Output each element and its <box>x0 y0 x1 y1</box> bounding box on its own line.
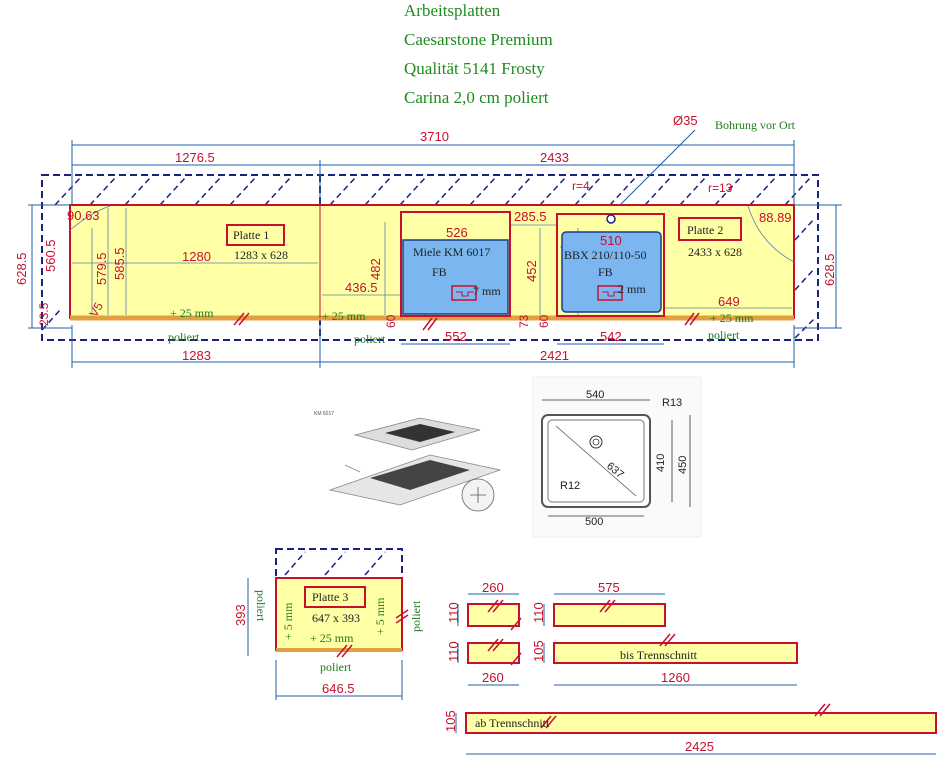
plate1-size: 1283 x 628 <box>234 248 288 262</box>
radius-r4: r=4 <box>572 179 590 193</box>
sink-drawing <box>532 376 702 538</box>
strip5-width: 2425 <box>685 739 714 754</box>
plate3-name: Platte 3 <box>312 590 348 604</box>
dim-left-corner: 23.5 <box>37 302 51 326</box>
angle-left: 90.63 <box>67 208 100 223</box>
plate1-label-box <box>226 224 285 246</box>
v-label: V5 <box>86 300 106 320</box>
dim-gap-mid: 285.5 <box>514 209 547 224</box>
strip2-width: 575 <box>598 580 620 595</box>
dim-bottom-left: 1283 <box>182 348 211 363</box>
plate3-width: 646.5 <box>322 681 355 696</box>
hob-model: Miele KM 6017 <box>413 245 490 259</box>
plate2-finish: poliert <box>708 328 740 342</box>
sink-model: BBX 210/110-50 <box>564 248 647 262</box>
dim-gap-left: 436.5 <box>345 280 378 295</box>
dim-sink-right: 649 <box>718 294 740 309</box>
dim-right-outer: 628.5 <box>822 253 837 286</box>
middle-finish: poliert <box>354 332 386 346</box>
header-material: Caesarstone Premium <box>404 30 553 49</box>
plate3-label-box <box>304 586 366 608</box>
hob-thumbnail: KM 6017 <box>314 411 502 512</box>
sink-cutout <box>556 213 665 317</box>
hob-cutout <box>400 211 511 317</box>
strip-pieces <box>455 593 937 755</box>
plate3-finish-left: poliert <box>254 590 268 622</box>
hob-type: FB <box>432 265 447 279</box>
strip4-height: 105 <box>531 640 546 662</box>
drill-leader <box>612 129 696 213</box>
dimension-lines-side <box>28 204 842 329</box>
middle-edge: + 25 mm <box>322 309 366 323</box>
dim-total-width: 3710 <box>420 129 449 144</box>
dim-hob-depth: 482 <box>368 258 383 280</box>
plate3-edge-left: + 5 mm <box>281 602 295 640</box>
plate3-size: 647 x 393 <box>312 611 360 625</box>
strip3-height: 110 <box>446 641 461 662</box>
header-title: Arbeitsplatten <box>404 1 501 20</box>
plate2-size: 2433 x 628 <box>688 245 742 259</box>
header-quality: Qualität 5141 Frosty <box>404 59 545 78</box>
dim-sink-top: 510 <box>600 233 622 248</box>
strip4-width: 1260 <box>661 670 690 685</box>
strip2-height: 110 <box>531 602 546 623</box>
plate2-edge: + 25 mm <box>710 311 754 325</box>
plate3-edge-bottom: + 25 mm <box>310 631 354 645</box>
sink-dim-bottom: 500 <box>585 516 603 528</box>
sink-dim-inner-h: 410 <box>655 454 667 472</box>
plate1-finish: poliert <box>168 330 200 344</box>
dim-bottom-right: 2421 <box>540 348 569 363</box>
dim-small-b: 73 <box>517 314 531 328</box>
sink-dim-outer-h: 450 <box>677 456 689 474</box>
radius-r13: r=13 <box>708 181 733 195</box>
drill-note: Bohrung vor Ort <box>715 118 796 132</box>
dim-small-c: 60 <box>537 314 551 328</box>
dim-left-a: 560.5 <box>43 239 58 272</box>
dimension-lines-top <box>71 140 795 205</box>
thumb-hob-title: KM 6017 <box>314 411 334 417</box>
plate3-finish-bottom: poliert <box>320 660 352 674</box>
plate1-edge: + 25 mm <box>170 306 214 320</box>
strip1-width: 260 <box>482 580 504 595</box>
hob-depth: 7 mm <box>473 284 501 298</box>
sink-type: FB <box>598 265 613 279</box>
dim-left-b: 579.5 <box>94 252 109 285</box>
plate3-slab <box>247 548 409 700</box>
dim-sink-width: 542 <box>600 329 622 344</box>
plate3-edge-right: + 5 mm <box>373 597 387 635</box>
plate2-name: Platte 2 <box>687 223 723 237</box>
strip5-label: ab Trennschnitt <box>475 716 550 730</box>
angle-right: 88.89 <box>759 210 792 225</box>
dim-hob-top: 526 <box>446 225 468 240</box>
drill-diameter: Ø35 <box>673 113 698 128</box>
dim-sink-depth: 452 <box>524 260 539 282</box>
strip1-height: 110 <box>446 602 461 623</box>
dim-left-c: 585.5 <box>112 247 127 280</box>
plate3-finish-right: poliert <box>409 600 423 632</box>
strip4-label: bis Trennschnitt <box>620 648 698 662</box>
strip5-height: 105 <box>443 710 458 732</box>
dim-left-width: 1276.5 <box>175 150 215 165</box>
dim-left-outer: 628.5 <box>14 252 29 285</box>
header-finish: Carina 2,0 cm poliert <box>404 88 549 107</box>
strip3-width: 260 <box>482 670 504 685</box>
dim-plate1-length: 1280 <box>182 249 211 264</box>
dim-small-a: 60 <box>384 314 398 328</box>
plate1-name: Platte 1 <box>233 228 269 242</box>
dim-hob-width: 552 <box>445 329 467 344</box>
plate3-height: 393 <box>233 604 248 626</box>
dimension-lines-bottom <box>71 325 795 368</box>
cut-marks-main <box>233 312 700 331</box>
sink-radius-top: R13 <box>662 397 682 409</box>
sink-dim-top: 540 <box>586 389 604 401</box>
sink-radius-bottom: R12 <box>560 480 580 492</box>
sink-depth: 2 mm <box>618 282 646 296</box>
plate2-label-box <box>678 217 742 241</box>
dim-right-width: 2433 <box>540 150 569 165</box>
